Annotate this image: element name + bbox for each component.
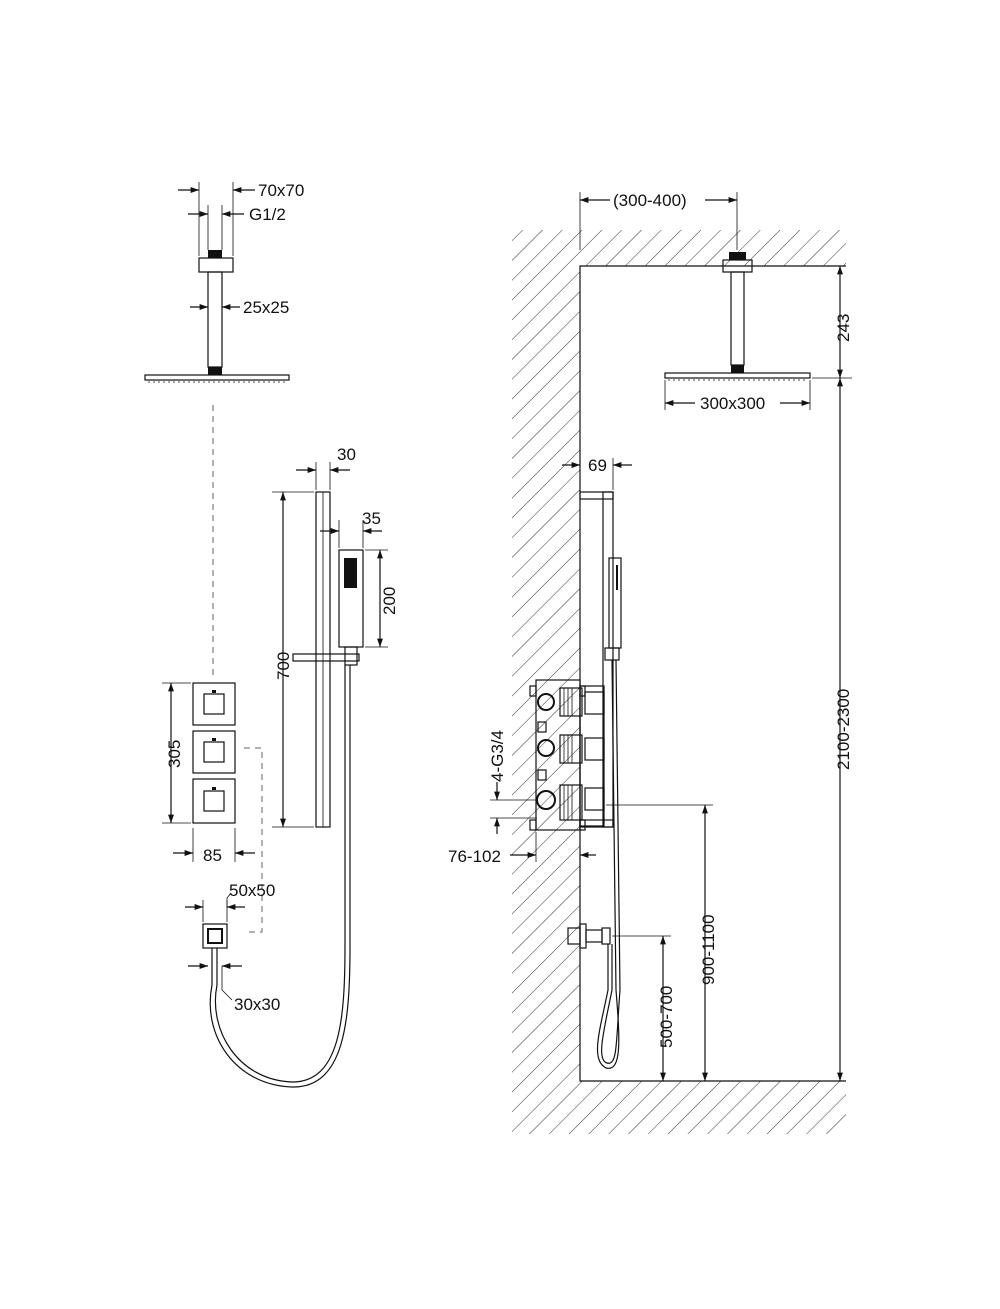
dim-arm-section: 25x25 (190, 298, 289, 317)
dim-embed-depth: 76-102 (448, 832, 596, 866)
label-valve-height: 305 (165, 740, 184, 768)
dim-hand-shower-width: 35 (320, 509, 382, 548)
label-outlet-plate: 50x50 (229, 881, 275, 900)
dim-head-drop: 243 (812, 266, 853, 379)
dim-valve-height-floor: 900-1100 (606, 804, 718, 1081)
label-rail-width: 30 (337, 445, 356, 464)
valve-faceplates (192, 682, 263, 933)
label-thread: G1/2 (249, 205, 286, 224)
dim-outlet-height: 500-700 (612, 935, 676, 1081)
hand-shower-connector (344, 646, 358, 666)
dim-head-height: 2100-2300 (834, 378, 853, 1081)
outlet-body (207, 928, 223, 944)
label-inlets: 4-G3/4 (488, 730, 507, 782)
dim-rail-width: 30 (296, 445, 356, 490)
label-rail-length: 700 (274, 652, 293, 680)
dim-ceiling-flange: 70x70 (178, 181, 304, 256)
label-ceiling-flange: 70x70 (258, 181, 304, 200)
label-valve-height-floor: 900-1100 (699, 914, 718, 985)
hand-shower (338, 549, 364, 648)
dim-head-size: 300x300 (664, 380, 811, 413)
slide-rail (292, 491, 360, 828)
dim-outlet-plate: 50x50 (185, 881, 275, 922)
dim-inlets: 4-G3/4 (488, 730, 537, 834)
dim-hand-shower-length: 200 (365, 549, 399, 648)
ceiling-shower-head (144, 250, 290, 383)
label-head-height: 2100-2300 (834, 689, 853, 770)
embedded-valve (529, 679, 605, 831)
label-valve-width: 85 (203, 846, 222, 865)
label-embed-depth: 76-102 (448, 847, 501, 866)
dim-arm-projection: (300-400) (579, 191, 738, 250)
side-wall-outlet (567, 923, 611, 949)
outlet-plate (202, 923, 228, 949)
shower-hose (209, 665, 351, 1088)
hand-shower-face (344, 558, 357, 588)
thread-nipple (208, 250, 222, 258)
label-arm-projection: (300-400) (613, 191, 687, 210)
side-slide-rail (579, 491, 622, 828)
hand-shower-body (338, 549, 364, 648)
side-view: (300-400) 243 300x300 2100-2300 (448, 191, 853, 1134)
ceiling-flange (198, 257, 234, 273)
label-outlet-body: 30x30 (234, 995, 280, 1014)
label-head-size: 300x300 (700, 394, 765, 413)
dim-outlet-body: 30x30 (188, 963, 280, 1014)
label-hand-shower-width: 35 (362, 509, 381, 528)
dim-thread: G1/2 (188, 205, 286, 250)
label-rail-offset: 69 (588, 456, 607, 475)
rail-holder (292, 653, 360, 662)
label-outlet-height: 500-700 (657, 986, 676, 1048)
label-arm-section: 25x25 (243, 298, 289, 317)
wall-outlet (202, 923, 228, 949)
rain-head (144, 374, 290, 381)
dim-valve-height: 305 (162, 682, 191, 824)
wall-hatch (512, 230, 846, 1134)
arm-nut (208, 367, 222, 375)
label-head-drop: 243 (834, 314, 853, 342)
dim-valve-width: 85 (173, 828, 255, 865)
front-view: 70x70 G1/2 25x25 (144, 181, 399, 1088)
dim-rail-length: 700 (272, 491, 314, 828)
dim-rail-offset: 69 (562, 456, 632, 490)
label-hand-shower-length: 200 (380, 587, 399, 615)
side-ceiling-shower-head (664, 252, 811, 381)
wall-section (512, 230, 846, 1134)
shower-arm (207, 271, 223, 368)
